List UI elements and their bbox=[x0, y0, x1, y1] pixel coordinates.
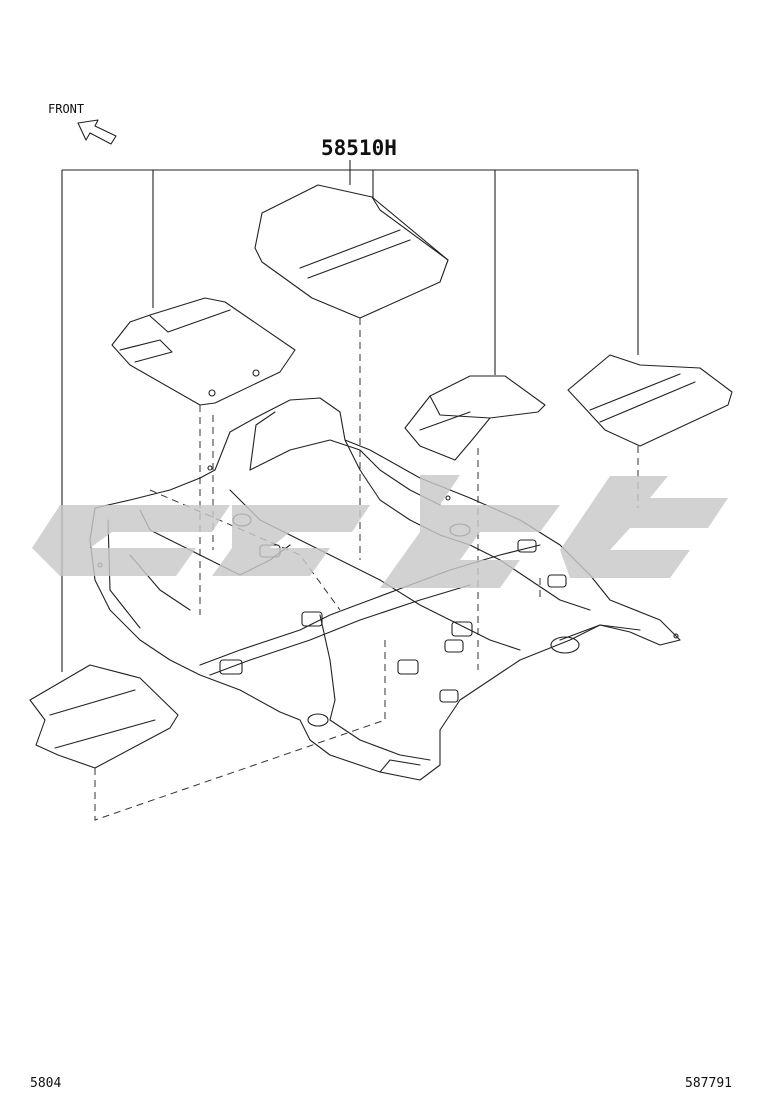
part-number-label: 58510H bbox=[321, 136, 397, 160]
floor-panel bbox=[89, 397, 681, 781]
silencer-pad-right-upper bbox=[404, 375, 546, 461]
silencer-pad-far-right bbox=[567, 354, 733, 447]
watermark bbox=[32, 475, 728, 588]
front-label: FRONT bbox=[48, 102, 85, 116]
footer-right-code: 587791 bbox=[685, 1076, 732, 1091]
front-arrow-icon bbox=[77, 119, 117, 145]
silencer-pad-lower-left bbox=[29, 664, 179, 769]
footer-left-code: 5804 bbox=[30, 1076, 62, 1091]
silencer-pad-top-center bbox=[254, 184, 449, 319]
silencer-pad-upper-left bbox=[111, 297, 296, 406]
leader-lines bbox=[61, 160, 639, 672]
